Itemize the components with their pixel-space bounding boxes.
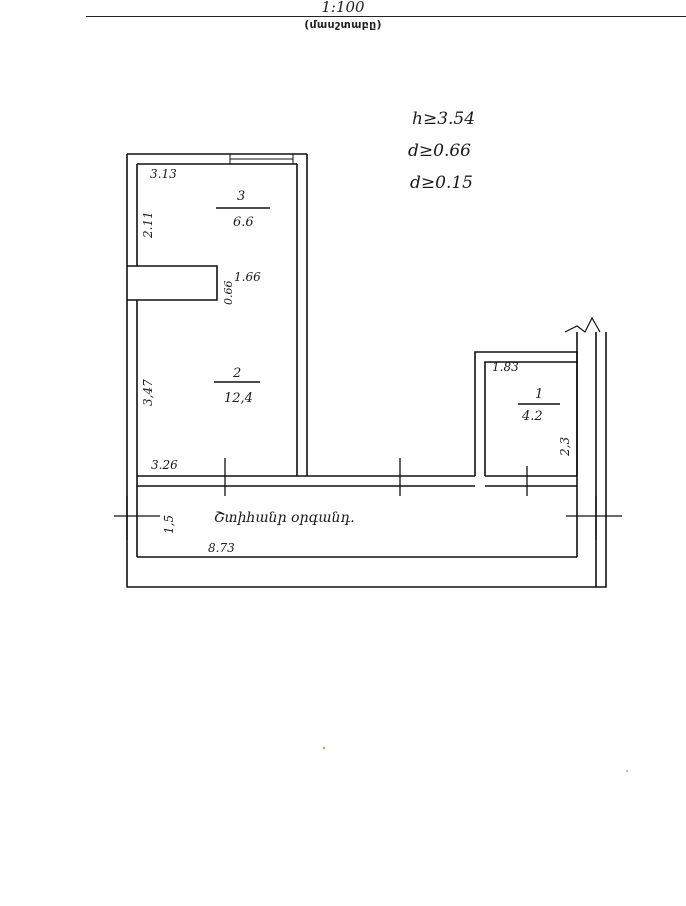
room1-bottom [485,475,577,487]
room2-area: 12,4 [224,391,253,406]
corridor-top-wall [137,475,475,487]
scan-speck [322,746,326,750]
dim-room1-width: 1.83 [492,360,519,374]
dim-room3-left-height: 2.11 [141,211,155,239]
dim-room1-height: 2,3 [558,437,572,457]
dim-room3-width: 3.13 [150,167,177,181]
room3-window [229,154,294,164]
room1-number: 1 [535,387,543,402]
dim-corridor-length: 8.73 [208,541,235,555]
corridor-label: Շտիհանր օրգանդ. [214,510,355,526]
outer-wall [126,154,607,588]
header: 1:100 (մասշտաբը) [0,0,686,40]
dim-niche-width: 1.66 [234,270,261,284]
room2-right-wall [296,154,308,476]
dim-corridor-height: 1,5 [162,515,176,534]
param-wall-b: d≥0.15 [410,173,473,193]
niche [127,265,218,301]
room3-area: 6.6 [233,215,254,230]
scale-caption: (մասշտաբը) [304,18,382,31]
room3-top-wall [127,153,307,165]
param-height: h≥3.54 [412,109,475,129]
break-mark [564,316,601,333]
dim-room2-bottom-width: 3.26 [151,458,178,472]
scale-label: 1:100 [321,0,365,16]
dim-niche-depth: 0.66 [222,281,235,306]
room3-number: 3 [237,189,245,204]
dim-room2-left-height: 3,47 [141,379,155,406]
right-outer-wall [576,332,597,587]
room2-number: 2 [232,366,241,381]
header-rule [86,16,686,17]
scan-speck [626,770,628,772]
room1-area: 4.2 [521,409,543,424]
param-wall-a: d≥0.66 [408,141,471,161]
